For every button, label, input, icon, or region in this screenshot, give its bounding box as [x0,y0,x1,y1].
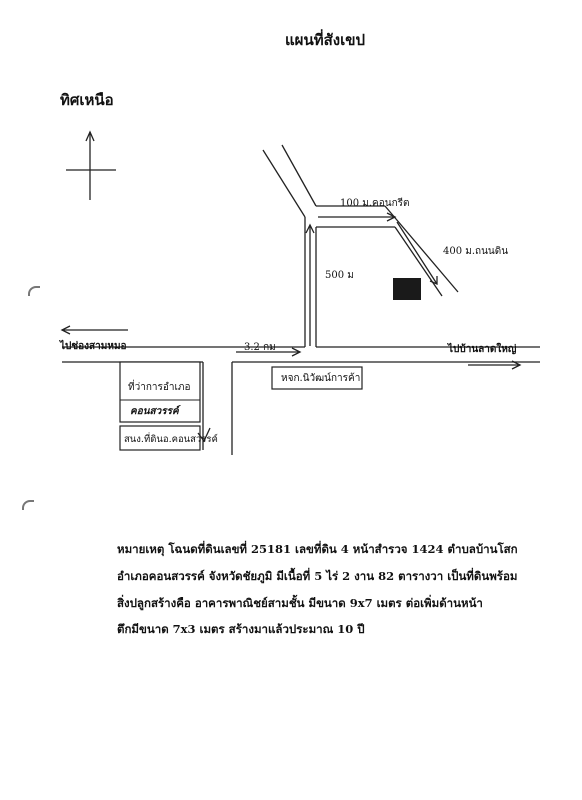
route-arrow-diagonal [396,221,438,285]
page-title: แผนที่สังเขป [285,31,365,49]
label-to-right: ไปบ้านลาดใหญ่ [448,344,517,355]
label-land-office: สนง.ที่ดินอ.คอนสวรรค์ [124,434,218,445]
shop-box [271,366,363,390]
label-3-2km: 3.2 กม [244,342,276,353]
note-line-1: หมายเหตุ โฉนดที่ดินเลขที่ 25181 เลขที่ดิ… [117,542,518,556]
note-line-2: อำเภอคอนสวรรค์ จังหวัดชัยภูมิ มีเนื้อที่… [117,569,518,583]
label-100m: 100 ม.คอนกรีต [340,198,410,209]
label-500m: 500 ม [325,270,354,281]
district-office-box [119,361,201,423]
label-shop: หจก.นิวัฒน์การค้า [281,373,361,384]
label-district-office: ที่ว่าการอำเภอ [128,382,191,393]
dirt-road-left [394,226,443,297]
note-line-4: ตึกมีขนาด 7x3 เมตร สร้างมาแล้วประมาณ 10 … [117,622,365,636]
handwritten-mark [197,427,211,443]
diagonal-road-left [262,149,306,218]
label-to-left: ไปช่องสามหมอ [60,341,127,352]
dirt-road-right [384,205,459,293]
land-plot-marker [393,278,421,300]
label-400m: 400 ม.ถนนดิน [443,246,509,257]
note-line-3: สิ่งปลูกสร้างคือ อาคารพาณิชย์สามชั้น มีข… [117,596,483,610]
land-office-box [119,425,201,451]
scan-mark [28,286,40,296]
scan-mark [22,500,34,510]
north-label: ทิศเหนือ [60,91,114,109]
north-arrow-icon [85,130,95,142]
label-district-name: คอนสวรรค์ [130,406,179,417]
diagonal-road-right [281,144,317,207]
